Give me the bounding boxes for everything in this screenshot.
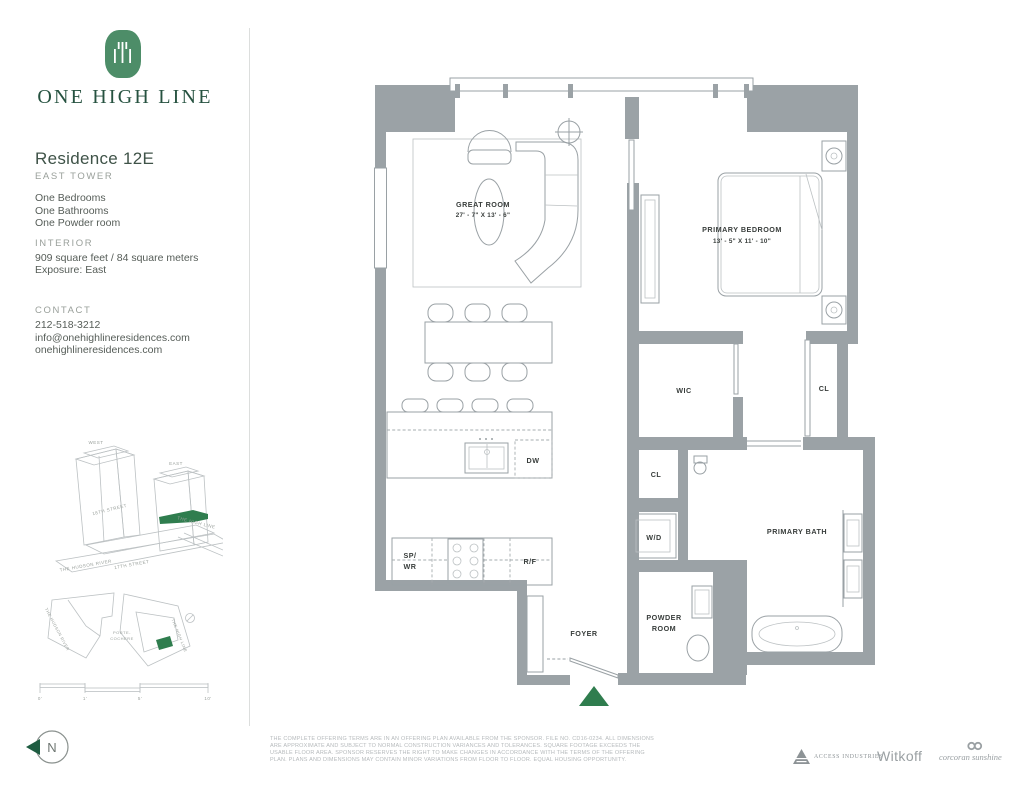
access-industries-logo: ACCESS INDUSTRIES xyxy=(793,749,883,764)
brand-name: ONE HIGH LINE xyxy=(37,86,213,108)
left-window xyxy=(374,167,387,269)
primary-bedroom-label: PRIMARY BEDROOM xyxy=(702,225,782,234)
residence-features: One Bedrooms One Bathrooms One Powder ro… xyxy=(35,192,120,230)
corcoran-sunshine-logo: corcoran sunshine xyxy=(939,752,1002,762)
kitchen-island: DW xyxy=(386,398,553,479)
great-room-label: GREAT ROOM xyxy=(456,200,510,209)
scale-bar: 0' 1' 5' 10' xyxy=(38,683,211,701)
site-parcels xyxy=(47,592,191,667)
legal-disclaimer: THE COMPLETE OFFERING TERMS ARE IN AN OF… xyxy=(270,736,655,763)
north-arrow: N xyxy=(26,730,69,764)
closet-left-label: CL xyxy=(651,470,662,479)
feature-bathrooms: One Bathrooms xyxy=(35,204,109,217)
site-map: THE HUDSON RIVER PORTE- COCHERE THE HIGH… xyxy=(44,592,195,667)
window-band xyxy=(374,77,754,269)
scale-1: 1' xyxy=(83,696,87,701)
doors xyxy=(547,139,811,679)
interior-label: INTERIOR xyxy=(35,238,94,249)
access-triangle-icon xyxy=(793,749,810,764)
foyer-closet xyxy=(526,595,544,673)
north-letter: N xyxy=(47,740,56,755)
scale-10: 10' xyxy=(204,696,211,701)
porte-cochere-line2: COCHERE xyxy=(110,636,134,641)
speed-wine-label-2: WR xyxy=(404,562,417,571)
access-industries-label: ACCESS INDUSTRIES xyxy=(814,753,884,760)
vertical-divider xyxy=(249,28,250,726)
bath-fixtures xyxy=(526,455,863,673)
east-tower xyxy=(152,466,209,552)
scale-5: 5' xyxy=(138,696,142,701)
street-17-label: 17TH STREET xyxy=(114,559,150,570)
washer-dryer-label: W/D xyxy=(646,533,661,542)
dining-furniture xyxy=(424,303,553,382)
scale-0: 0' xyxy=(38,696,42,701)
powder-room-label-1: POWDER xyxy=(646,613,682,622)
floor-plan: DW SP/ WR R/F xyxy=(374,77,875,706)
bedroom-furniture xyxy=(640,140,847,325)
fridge-label: R/F xyxy=(523,557,536,566)
west-tower xyxy=(74,445,141,546)
great-room-furniture xyxy=(412,118,583,288)
contact-label: CONTACT xyxy=(35,305,92,316)
witkoff-logo: Witkoff xyxy=(877,748,923,764)
residence-title: Residence 12E xyxy=(35,149,155,168)
west-tower-label: WEST xyxy=(89,440,104,445)
primary-bath-label: PRIMARY BATH xyxy=(767,527,827,536)
north-arrow-icon xyxy=(26,739,40,755)
contact-email: info@onehighlineresidences.com xyxy=(35,331,190,344)
foyer-label: FOYER xyxy=(570,629,598,638)
building-diagram: WEST EAST 18TH STREET THE HIGH LINE THE … xyxy=(54,440,223,573)
site-highline-label: THE HIGH LINE xyxy=(170,618,188,653)
kitchen-counter: SP/ WR R/F xyxy=(391,537,553,586)
interior-area: 909 square feet / 84 square meters xyxy=(35,252,199,264)
porte-cochere-line1: PORTE- xyxy=(113,630,131,635)
feature-powder: One Powder room xyxy=(35,217,121,229)
contact-phone: 212-518-3212 xyxy=(35,319,101,331)
powder-room-label-2: ROOM xyxy=(652,624,676,633)
walls xyxy=(375,85,875,685)
entry-marker-icon xyxy=(579,686,609,706)
site-hudson-label: THE HUDSON RIVER xyxy=(44,607,71,652)
contact-website: onehighlineresidences.com xyxy=(35,344,163,356)
dishwasher-label: DW xyxy=(527,456,540,465)
feature-bedrooms: One Bedrooms xyxy=(35,192,106,204)
speed-wine-label-1: SP/ xyxy=(403,551,416,560)
closet-right-label: CL xyxy=(819,384,830,393)
podium-base xyxy=(54,524,223,573)
unit-location-marker xyxy=(156,636,173,650)
great-room-dims: 27' - 7" X 13' - 6" xyxy=(456,212,511,219)
contact-block: 212-518-3212 info@onehighlineresidences.… xyxy=(35,319,190,357)
exposure: Exposure: East xyxy=(35,264,107,276)
site-compass xyxy=(185,613,195,623)
brand-logo-icon xyxy=(105,30,141,78)
corcoran-rings-icon xyxy=(967,741,983,751)
wic-label: WIC xyxy=(676,386,691,395)
tower-label: EAST TOWER xyxy=(35,171,114,182)
primary-bedroom-dims: 13' - 5" X 11' - 10" xyxy=(713,238,771,245)
east-tower-label: EAST xyxy=(169,461,183,466)
floor-band-highlight xyxy=(159,510,208,524)
